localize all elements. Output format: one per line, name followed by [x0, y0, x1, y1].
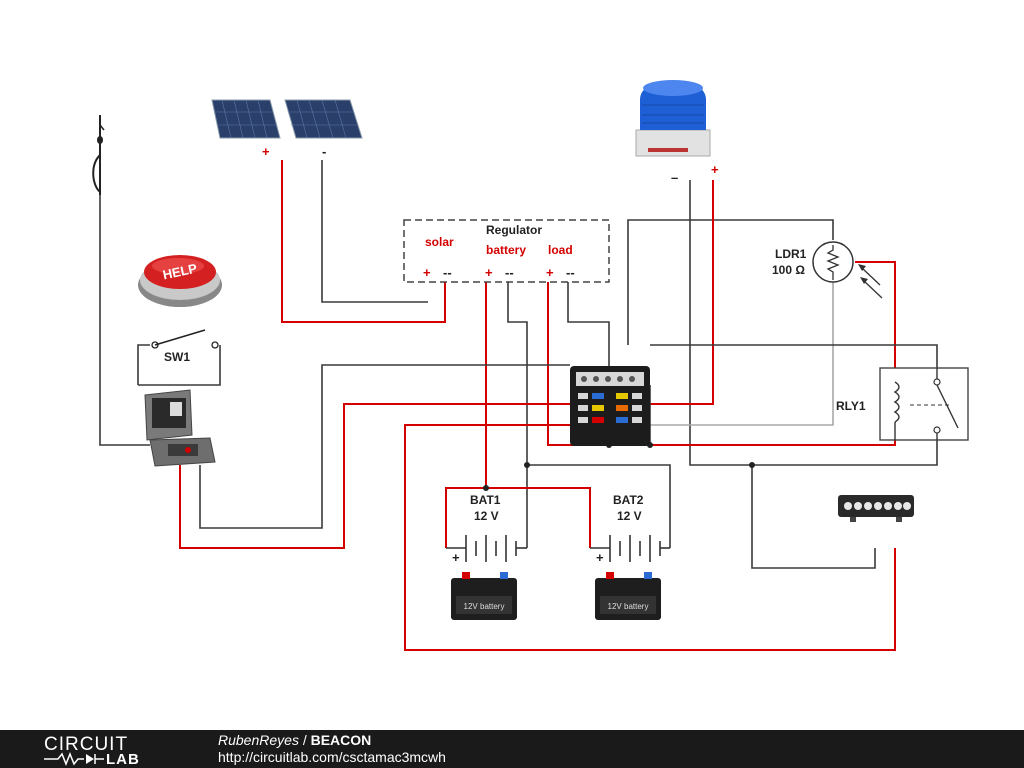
bat1-symbol: [446, 535, 527, 562]
ldr1-label: LDR1: [775, 247, 807, 261]
footer-bar: CIRCUIT LAB RubenReyes / BEACON http://c…: [0, 730, 1024, 768]
bat2-plus: +: [596, 550, 604, 565]
beacon-light-icon: [635, 80, 711, 157]
circuit-title: BEACON: [310, 732, 372, 748]
battery2-caption: 12V battery: [608, 602, 649, 611]
solar-minus: --: [443, 265, 452, 280]
bat1-plus: +: [452, 550, 460, 565]
battery-minus: --: [505, 265, 514, 280]
load-plus: +: [546, 265, 554, 280]
rly1-label: RLY1: [836, 399, 866, 413]
beacon-plus: +: [711, 162, 719, 177]
bat2-label: BAT2: [613, 493, 644, 507]
panel-minus-label: -: [322, 144, 326, 159]
solar-panel-icon: [211, 99, 363, 139]
regulator-box: [403, 219, 610, 283]
beacon-minus: –: [671, 170, 678, 185]
bat2-symbol: [590, 535, 670, 562]
ldr1-value: 100 Ω: [772, 263, 805, 277]
help-text: HELP: [161, 261, 198, 283]
battery1-caption: 12V battery: [464, 602, 505, 611]
battery-icon: [595, 572, 661, 620]
load-label: load: [548, 243, 573, 257]
logo-top-text: CIRCUIT: [44, 734, 129, 755]
fuse-box-icon: [570, 366, 650, 446]
antenna-icon: [92, 115, 105, 195]
ldr1-icon: [812, 241, 883, 299]
junction-dots: [483, 442, 755, 491]
wires: [99, 160, 938, 651]
battery-plus: +: [485, 265, 493, 280]
circuitlab-logo[interactable]: CIRCUIT LAB: [44, 734, 184, 768]
load-minus: --: [566, 265, 575, 280]
logo-wave-icon: [44, 752, 104, 766]
logo-bottom-text: LAB: [106, 751, 140, 768]
solar-label: solar: [425, 235, 454, 249]
battery-icon: [451, 572, 517, 620]
help-button-icon: HELP: [138, 255, 222, 307]
circuit-diagram: + - HELP SW1 Regulator solar battery: [92, 80, 969, 651]
battery-label: battery: [486, 243, 526, 257]
led-light-bar-icon: [838, 495, 914, 522]
regulator-label: Regulator: [486, 223, 542, 237]
separator: /: [298, 732, 311, 748]
author-link[interactable]: RubenReyes: [218, 732, 299, 748]
radio-case-icon: [144, 389, 216, 467]
credit-block: RubenReyes / BEACON http://circuitlab.co…: [218, 732, 446, 766]
circuit-url[interactable]: http://circuitlab.com/csctamac3mcwh: [218, 749, 446, 765]
solar-plus: +: [423, 265, 431, 280]
bat2-value: 12 V: [617, 509, 642, 523]
sw1-label: SW1: [164, 350, 190, 364]
switch-sw1: [137, 329, 221, 386]
panel-plus-label: +: [262, 144, 270, 159]
relay-rly1: [879, 367, 969, 441]
bat1-value: 12 V: [474, 509, 499, 523]
bat1-label: BAT1: [470, 493, 501, 507]
